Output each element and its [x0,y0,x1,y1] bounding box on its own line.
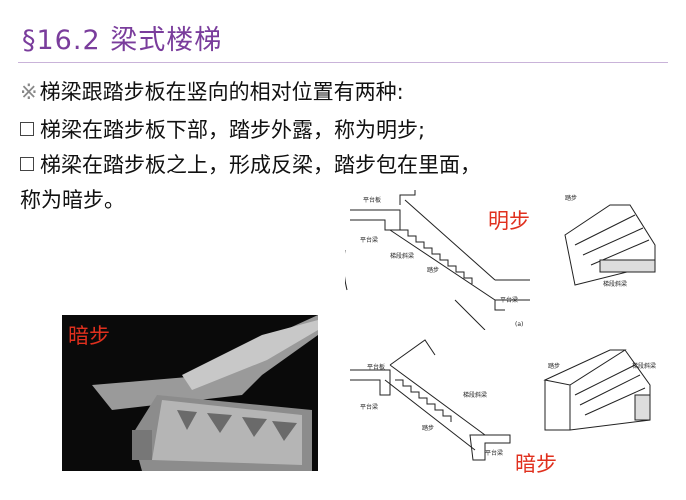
bullet-item: 梯梁在踏步板之上，形成反梁，踏步包在里面， [20,149,481,179]
hidden-step-caption: 暗步 [515,452,557,476]
label-tread: 踏步 [565,194,577,202]
label-stringer-beam: 梯段斜梁 [463,391,487,399]
label-platform-beam: 平台梁 [360,403,378,411]
exposed-step-section-diagram: 平台板 平台梁 梯段斜梁 踏步 平台梁 (a) [345,190,530,330]
reference-mark: ※ [20,80,38,104]
stair-photo [62,315,318,471]
exposed-step-iso-diagram: 踏步 梯段斜梁 [564,194,656,288]
label-platform-slab: 平台板 [367,363,385,371]
figure-label: (a) [515,321,523,328]
label-platform-beam: 平台梁 [360,236,378,244]
intro-text: 梯梁跟踏步板在竖向的相对位置有两种: [39,80,404,104]
label-platform-beam: 平台梁 [485,449,503,457]
intro-line: ※梯梁跟踏步板在竖向的相对位置有两种: [20,76,404,106]
exposed-step-caption: 明步 [488,209,530,233]
hidden-step-section-diagram: 平台板 平台梁 梯段斜梁 踏步 平台梁 [350,339,511,461]
photo-caption: 暗步 [68,324,110,348]
bullet-item: 梯梁在踏步板下部，踏步外露，称为明步; [20,114,425,144]
continuation-text: 称为暗步。 [20,188,125,212]
label-platform-beam: 平台梁 [500,296,518,304]
slide-title: §16.2 梁式楼梯 [22,25,223,56]
label-tread: 踏步 [427,266,439,274]
label-stringer-beam: 梯段斜梁 [603,280,627,288]
square-bullet-icon [20,122,34,136]
title-divider [18,62,668,63]
label-tread: 踏步 [548,362,560,370]
hidden-step-iso-diagram: 踏步 梯段斜梁 [543,349,656,431]
label-tread: 踏步 [422,424,434,432]
square-bullet-icon [20,157,34,171]
bullet-text: 梯梁在踏步板下部，踏步外露，称为明步; [40,118,426,142]
label-stringer-beam: 梯段斜梁 [632,362,656,370]
bullet-text: 梯梁在踏步板之上，形成反梁，踏步包在里面， [40,153,481,177]
label-platform-slab: 平台板 [363,196,381,204]
label-stringer-beam: 梯段斜梁 [390,252,414,260]
